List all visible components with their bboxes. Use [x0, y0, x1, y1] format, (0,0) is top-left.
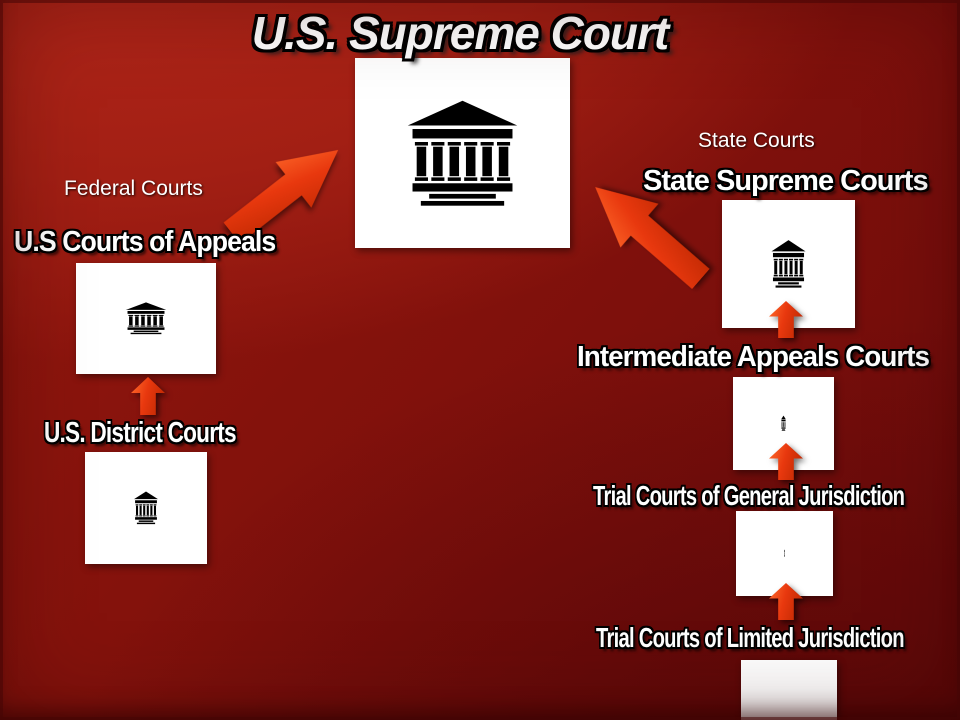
federal-courts-section-label: Federal Courts: [64, 177, 203, 200]
trial-courts-limited-label: Trial Courts of Limited Jurisdiction: [596, 622, 905, 653]
courts-of-appeals-courthouse-icon: [76, 263, 216, 374]
trial-general-courthouse-icon: [736, 511, 833, 596]
trial-courts-general-label: Trial Courts of General Jurisdiction: [593, 480, 905, 511]
intermediate-appeals-courts-label: Intermediate Appeals Courts: [577, 341, 930, 373]
arrow-intermediate-to-state-supreme-icon: [769, 301, 803, 338]
us-district-courts-label: U.S. District Courts: [44, 417, 237, 449]
state-supreme-courts-label: State Supreme Courts: [643, 165, 929, 197]
supreme-court-courthouse-icon: [355, 58, 570, 248]
arrow-trial-general-to-intermediate-icon: [769, 443, 803, 480]
state-courts-section-label: State Courts: [698, 129, 815, 152]
arrow-trial-limited-to-trial-general-icon: [769, 583, 803, 620]
page-title: U.S. Supreme Court: [251, 7, 670, 59]
district-courts-courthouse-icon: [85, 452, 207, 564]
arrow-district-to-appeals-icon: [131, 377, 165, 415]
trial-limited-courthouse-icon: [741, 660, 837, 720]
us-courts-of-appeals-label: U.S Courts of Appeals: [14, 226, 276, 258]
